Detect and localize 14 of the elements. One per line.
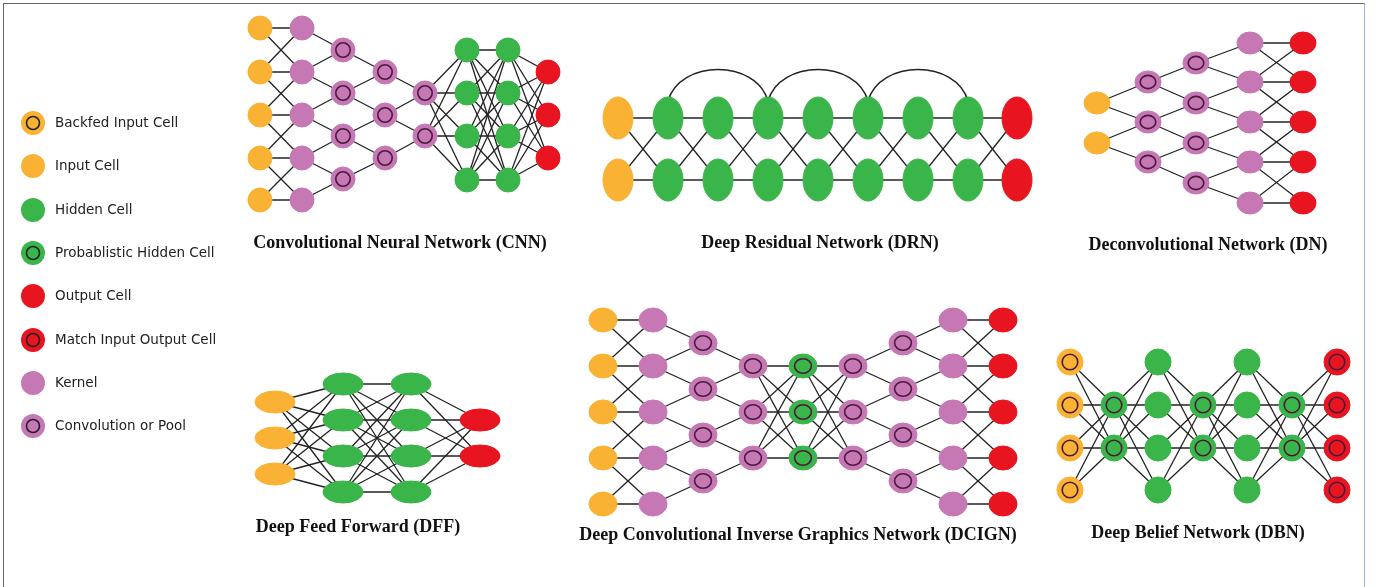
legend-label: Kernel xyxy=(55,373,98,390)
legend-label: Hidden Cell xyxy=(55,200,133,217)
legend-label: Match Input Output Cell xyxy=(55,330,217,347)
legend-label: Output Cell xyxy=(55,287,132,304)
legend-label: Backfed Input Cell xyxy=(55,114,179,130)
network-title: Deep Convolutional Inverse Graphics Network (DCIGN) xyxy=(578,523,1018,546)
network-title: Deconvolutional Network (DN) xyxy=(1087,233,1329,256)
legend-label: Input Cell xyxy=(55,157,120,174)
network-title: Deep Residual Network (DRN) xyxy=(700,231,940,254)
network-title: Deep Belief Network (DBN) xyxy=(1090,521,1306,544)
network-title: Convolutional Neural Network (CNN) xyxy=(252,231,548,254)
legend-label: Convolution or Pool xyxy=(55,417,186,434)
network-title: Deep Feed Forward (DFF) xyxy=(254,515,462,538)
legend-label: Probablistic Hidden Cell xyxy=(55,243,215,260)
